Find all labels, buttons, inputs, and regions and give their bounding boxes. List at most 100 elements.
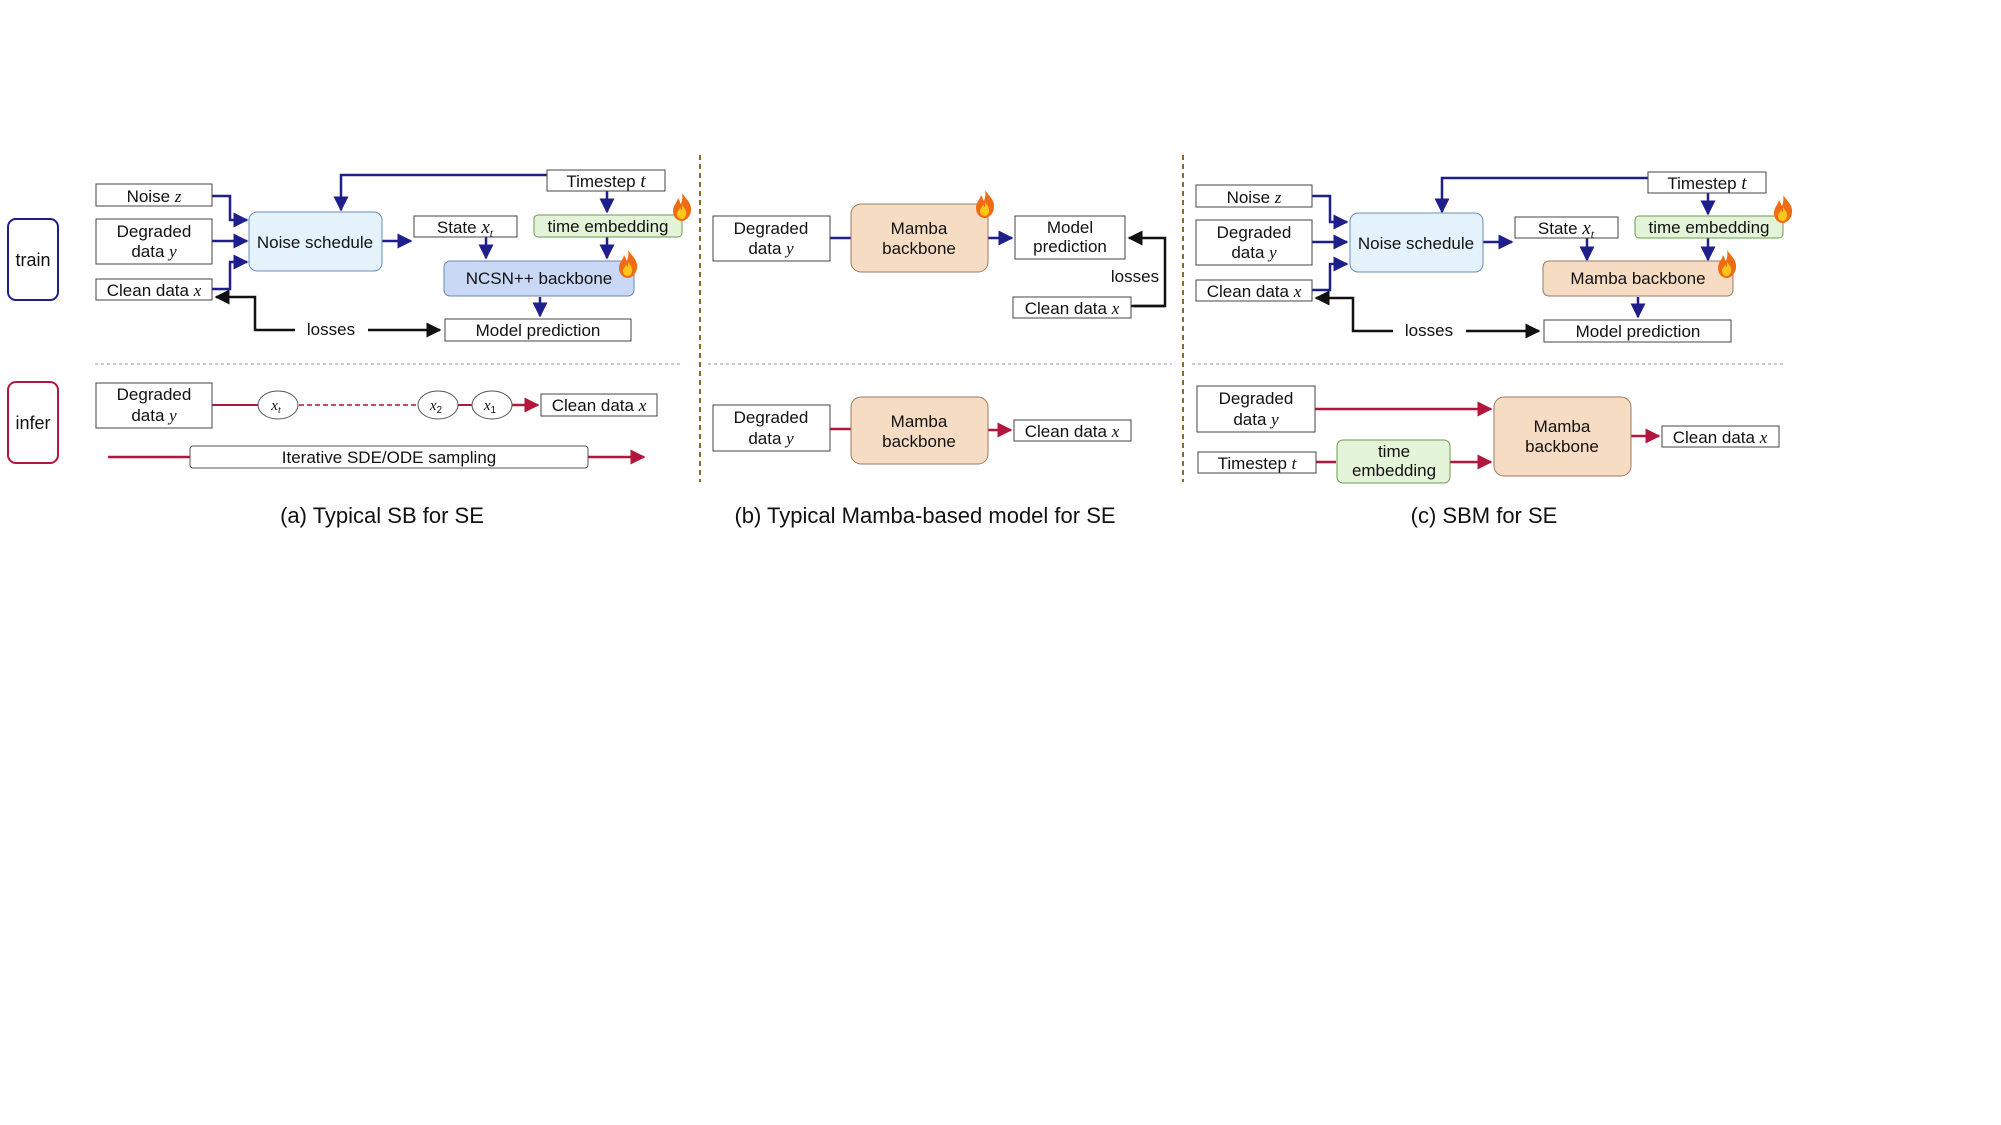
caption-b: (b) Typical Mamba-based model for SE (734, 503, 1115, 528)
c-state-label: State (1538, 219, 1578, 238)
c-infer-clean-box (1661, 425, 1780, 448)
state-sub: t (490, 226, 494, 240)
flame-icon (1774, 195, 1793, 223)
degraded-line2: data (131, 242, 165, 261)
c-edge-timestep-to-schedule (1434, 176, 1648, 214)
flame-icon (619, 250, 638, 278)
c-mamba-backbone-box (1542, 260, 1734, 297)
flame-icon (673, 193, 692, 221)
svg-text:State xt: State xt (1538, 218, 1595, 241)
infer-clean-label: Clean data (552, 396, 635, 415)
time-embedding-box (533, 214, 683, 238)
x2-var: x (429, 398, 437, 414)
b-infer-degraded-line1: Degraded (734, 408, 809, 427)
c-degraded-line2: data (1231, 243, 1265, 262)
c-losses-label: losses (1405, 321, 1453, 340)
c-degraded-line1: Degraded (1217, 223, 1292, 242)
b-losses-label: losses (1111, 267, 1159, 286)
c-noise-box (1195, 184, 1313, 208)
svg-text:Clean data x: Clean data x (1673, 428, 1768, 447)
svg-text:x1: x1 (483, 398, 497, 416)
b-infer-clean-box (1013, 419, 1132, 442)
c-state-var: x (1581, 218, 1591, 239)
b-degraded-var: y (784, 239, 794, 258)
c-infer-te-line1: time (1378, 442, 1410, 461)
panel-c-infer: Degraded data y Timestep t time embeddin… (1196, 385, 1780, 528)
model-prediction-box (444, 318, 632, 342)
b-clean-var: x (1111, 299, 1120, 318)
svg-text:Noise z: Noise z (127, 187, 182, 206)
svg-text:data y: data y (131, 242, 177, 261)
infer-degraded-line2: data (131, 406, 165, 425)
c-degraded-box (1195, 219, 1313, 266)
c-timestep-label: Timestep (1667, 174, 1736, 193)
b-degraded-box (712, 215, 831, 262)
train-label-box (7, 218, 59, 301)
clean-label: Clean data (107, 281, 190, 300)
c-infer-te-line2: embedding (1352, 461, 1436, 480)
b-mamba-box (850, 203, 989, 273)
c-infer-timestep-label: Timestep (1218, 454, 1287, 473)
svg-text:data y: data y (748, 239, 794, 258)
b-prediction-box (1014, 215, 1126, 260)
ncsn-backbone-label: NCSN++ backbone (466, 269, 612, 288)
c-clean-label: Clean data (1207, 282, 1290, 301)
xt-sub: t (278, 405, 281, 416)
svg-text:x2: x2 (429, 398, 443, 416)
x1-sub: 1 (491, 405, 497, 416)
c-state-sub: t (1591, 227, 1595, 241)
svg-text:Clean data x: Clean data x (107, 281, 202, 300)
svg-text:Timestep t: Timestep t (1218, 454, 1298, 473)
b-infer-degraded-var: y (784, 429, 794, 448)
model-prediction-label: Model prediction (476, 321, 601, 340)
c-infer-degraded-var: y (1269, 410, 1279, 429)
c-infer-mamba-line1: Mamba (1534, 417, 1591, 436)
timestep-box (546, 169, 666, 192)
c-infer-timestep-var: t (1292, 454, 1298, 473)
infer-clean-box (540, 393, 658, 417)
c-infer-degraded-box (1196, 385, 1316, 433)
svg-text:Clean data x: Clean data x (552, 396, 647, 415)
panel-b: Degraded data y Mamba backbone Model pre… (712, 190, 1167, 528)
noise-schedule-box (248, 211, 383, 272)
c-noise-schedule-box (1349, 212, 1484, 273)
b-prediction-line1: Model (1047, 218, 1093, 237)
c-noise-var: z (1274, 188, 1282, 207)
clean-var: x (193, 281, 202, 300)
edge-noise-to-schedule (212, 194, 249, 228)
svg-text:Clean data x: Clean data x (1025, 422, 1120, 441)
noise-box (95, 183, 213, 207)
b-degraded-line1: Degraded (734, 219, 809, 238)
c-infer-timestep-box (1197, 451, 1317, 474)
degraded-var: y (167, 242, 177, 261)
panel-a: Noise z Degraded data y Clean data x Noi… (95, 169, 692, 342)
noise-schedule-label: Noise schedule (257, 233, 373, 252)
state-var: x (480, 217, 490, 238)
edge-timestep-to-schedule (333, 173, 547, 212)
c-infer-clean-label: Clean data (1673, 428, 1756, 447)
c-timestep-box (1647, 171, 1767, 194)
x1-var: x (483, 398, 491, 414)
svg-text:data y: data y (1233, 410, 1279, 429)
b-degraded-line2: data (748, 239, 782, 258)
timestep-var: t (640, 171, 646, 192)
panel-a-infer: Degraded data y xt x2 x1 Clean data x It… (95, 382, 658, 528)
state-label: State (437, 218, 477, 237)
c-infer-mamba-line2: backbone (1525, 437, 1599, 456)
c-time-embedding-label: time embedding (1649, 218, 1770, 237)
c-clean-var: x (1293, 282, 1302, 301)
noise-label: Noise (127, 187, 170, 206)
b-infer-mamba-line2: backbone (882, 432, 956, 451)
svg-text:Clean data x: Clean data x (1025, 299, 1120, 318)
c-degraded-var: y (1267, 243, 1277, 262)
b-mamba-line1: Mamba (891, 219, 948, 238)
b-infer-degraded-line2: data (748, 429, 782, 448)
caption-a: (a) Typical SB for SE (280, 503, 484, 528)
timestep-label: Timestep (566, 172, 635, 191)
svg-text:Noise z: Noise z (1227, 188, 1282, 207)
c-infer-te-box (1336, 439, 1451, 484)
state-box (413, 215, 518, 238)
sampling-label: Iterative SDE/ODE sampling (282, 448, 496, 467)
x2-sub: 2 (437, 405, 443, 416)
